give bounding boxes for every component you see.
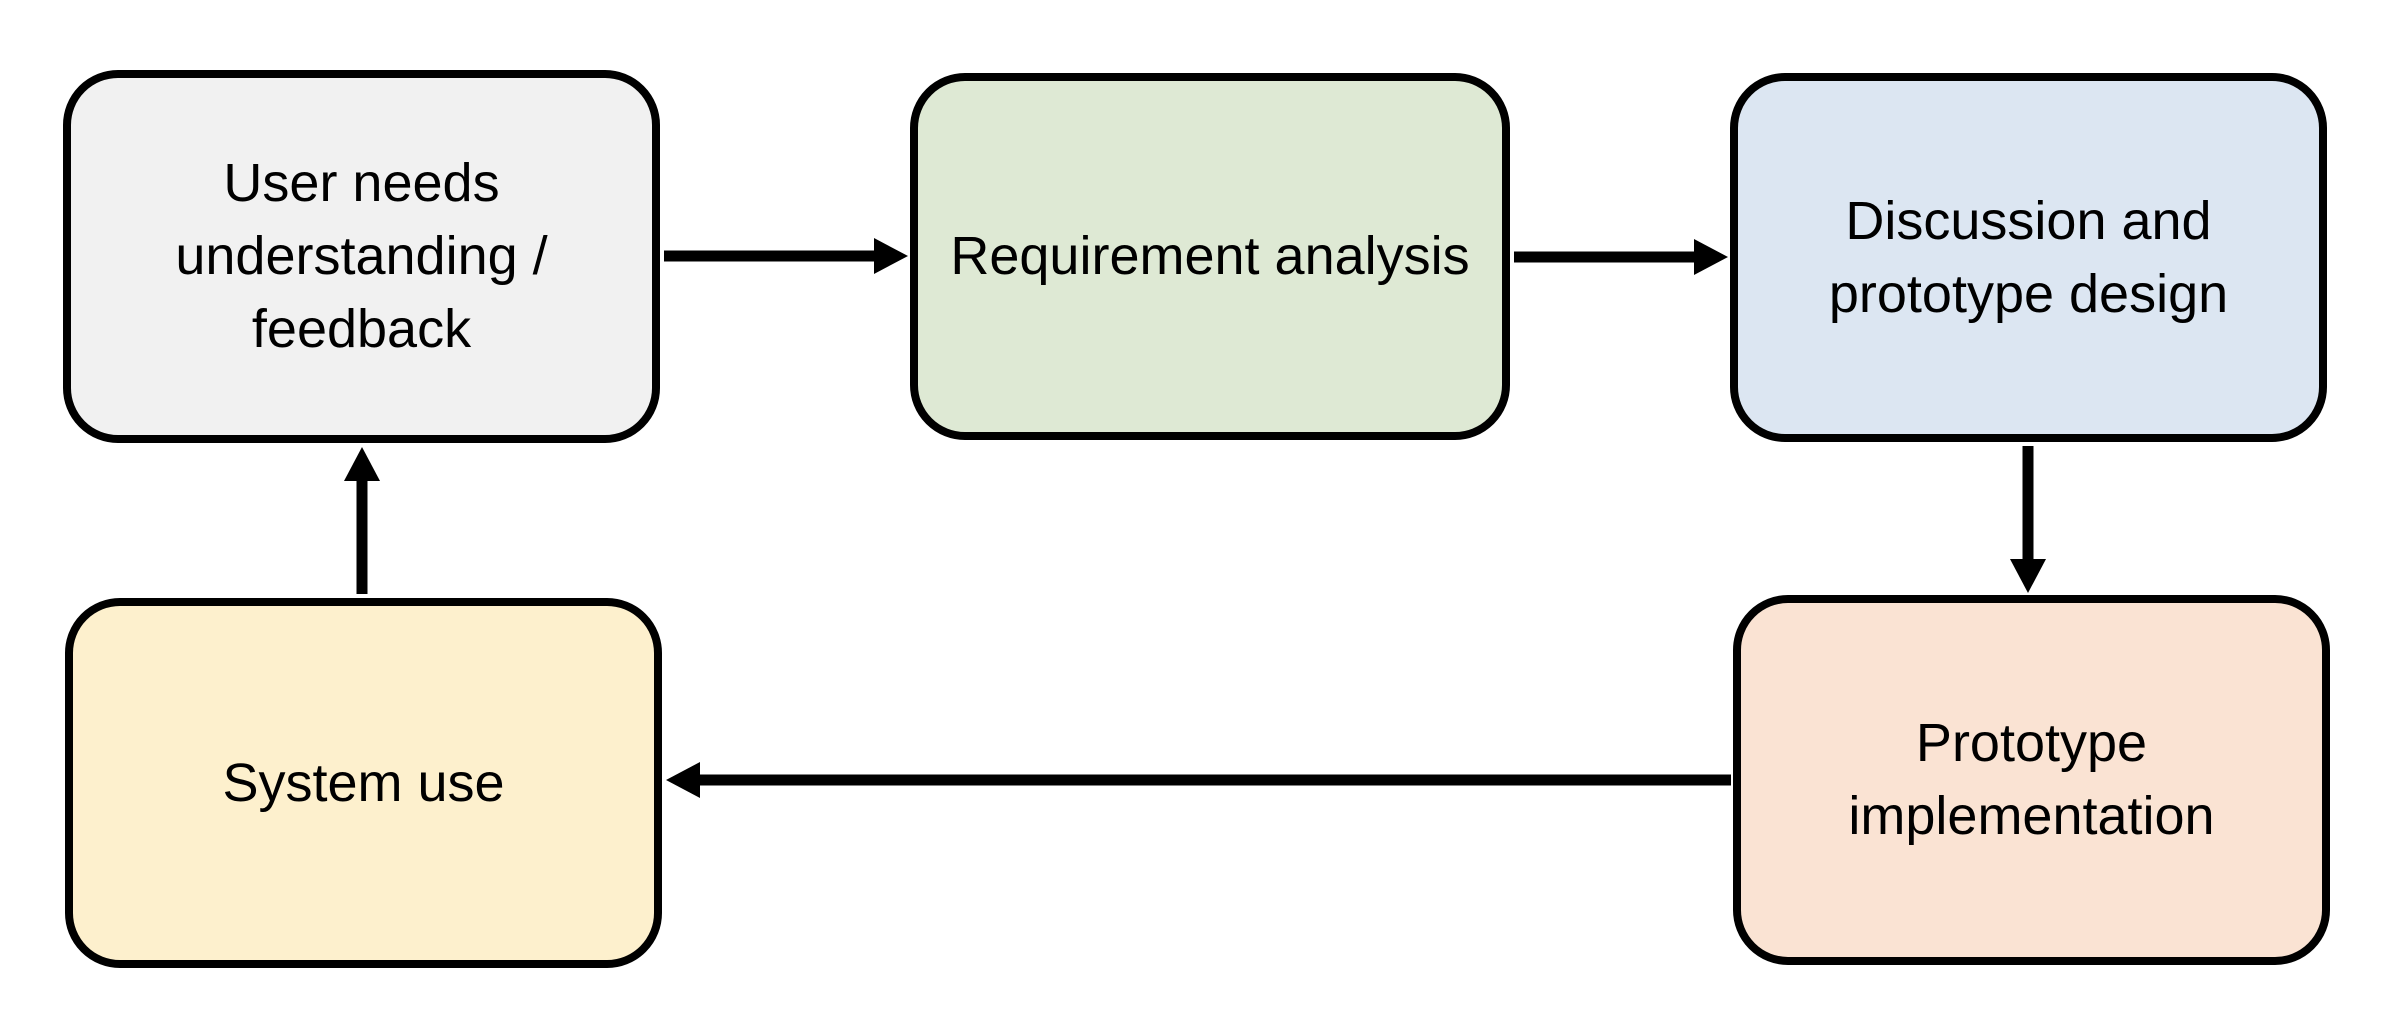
node-system-use: System use: [65, 598, 662, 968]
node-prototype-implementation-label: Prototype implementation: [1848, 713, 2215, 846]
arrow-user-needs-to-requirement-analysis: [664, 238, 908, 274]
node-system-use-label: System use: [222, 752, 505, 813]
arrow-system-use-to-user-needs: [344, 447, 380, 594]
arrow-requirement-analysis-to-discussion-prototype-design: [1514, 239, 1728, 275]
node-requirement-analysis: Requirement analysis: [910, 73, 1510, 440]
node-user-needs-label: User needs understanding / feedback: [175, 153, 548, 359]
node-discussion-prototype-design: Discussion and prototype design: [1730, 73, 2327, 442]
node-prototype-implementation: Prototype implementation: [1733, 595, 2330, 965]
node-user-needs: User needs understanding / feedback: [63, 70, 660, 443]
arrow-prototype-implementation-to-system-use: [666, 762, 1731, 798]
node-discussion-prototype-design-label: Discussion and prototype design: [1828, 190, 2229, 324]
arrow-discussion-prototype-design-to-prototype-implementation: [2010, 446, 2046, 593]
node-requirement-analysis-label: Requirement analysis: [950, 226, 1470, 287]
